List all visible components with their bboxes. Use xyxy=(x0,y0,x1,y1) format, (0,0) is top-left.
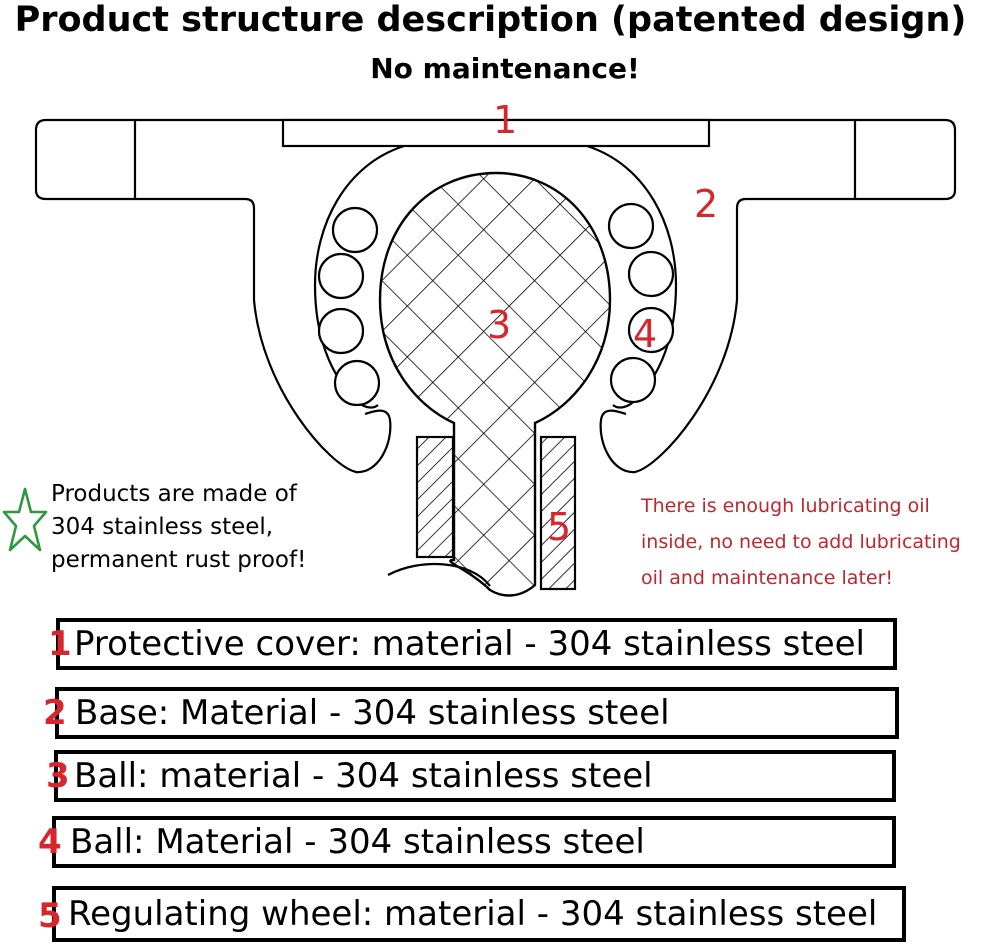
small-balls-left xyxy=(317,206,381,407)
small-ball xyxy=(331,206,379,254)
small-ball xyxy=(609,356,657,404)
part-number: 4 xyxy=(38,822,62,862)
main-ball xyxy=(378,171,612,597)
page-subtitle: No maintenance! xyxy=(370,52,640,85)
part-row-4: 4 Ball: Material - 304 stainless steel xyxy=(38,816,896,868)
part-number: 2 xyxy=(43,693,67,733)
part-box xyxy=(52,816,896,868)
callout-3: 3 xyxy=(487,303,512,347)
regulating-wheel-left xyxy=(415,435,455,559)
small-ball xyxy=(333,359,381,407)
small-ball xyxy=(607,202,655,250)
lubrication-note-line: inside, no need to add lubricating xyxy=(641,531,961,553)
callout-4: 4 xyxy=(633,312,658,356)
small-ball xyxy=(317,307,365,355)
part-box xyxy=(56,618,897,670)
star-outline-icon xyxy=(2,487,48,552)
part-label: Protective cover: material - 304 stainle… xyxy=(74,624,865,664)
lubrication-note-line: oil and maintenance later! xyxy=(641,567,894,589)
callout-1: 1 xyxy=(493,98,518,142)
part-number: 1 xyxy=(48,624,72,664)
small-ball xyxy=(627,306,675,354)
page-title: Product structure description (patented … xyxy=(14,0,967,40)
lubrication-note-line: There is enough lubricating oil xyxy=(641,495,930,517)
small-balls-right xyxy=(607,202,675,404)
small-ball xyxy=(627,250,675,298)
part-row-2: 2 Base: Material - 304 stainless steel xyxy=(43,687,899,739)
material-note-line: 304 stainless steel, xyxy=(51,514,274,540)
part-row-5: 5 Regulating wheel: material - 304 stain… xyxy=(38,886,906,942)
part-row-1: 1 Protective cover: material - 304 stain… xyxy=(48,618,897,670)
callout-5: 5 xyxy=(547,505,572,549)
part-box xyxy=(55,687,899,739)
part-label: Base: Material - 304 stainless steel xyxy=(75,693,670,733)
part-number: 3 xyxy=(46,756,70,796)
wheel-edge xyxy=(387,562,491,587)
part-label: Ball: material - 304 stainless steel xyxy=(74,756,653,796)
callout-2: 2 xyxy=(694,182,719,226)
part-row-3: 3 Ball: material - 304 stainless steel xyxy=(46,750,896,802)
material-note: Products are made of 304 stainless steel… xyxy=(51,478,306,577)
material-note-line: Products are made of xyxy=(51,481,297,507)
protective-cover xyxy=(281,118,711,148)
part-label: Regulating wheel: material - 304 stainle… xyxy=(68,894,878,934)
regulating-wheel-right xyxy=(539,435,577,591)
part-box xyxy=(52,886,906,942)
small-ball xyxy=(317,252,365,300)
material-note-line: permanent rust proof! xyxy=(51,547,307,573)
part-box xyxy=(54,750,896,802)
lubrication-note: There is enough lubricating oil inside, … xyxy=(641,488,961,596)
part-number: 5 xyxy=(38,896,62,936)
part-label: Ball: Material - 304 stainless steel xyxy=(70,822,645,862)
